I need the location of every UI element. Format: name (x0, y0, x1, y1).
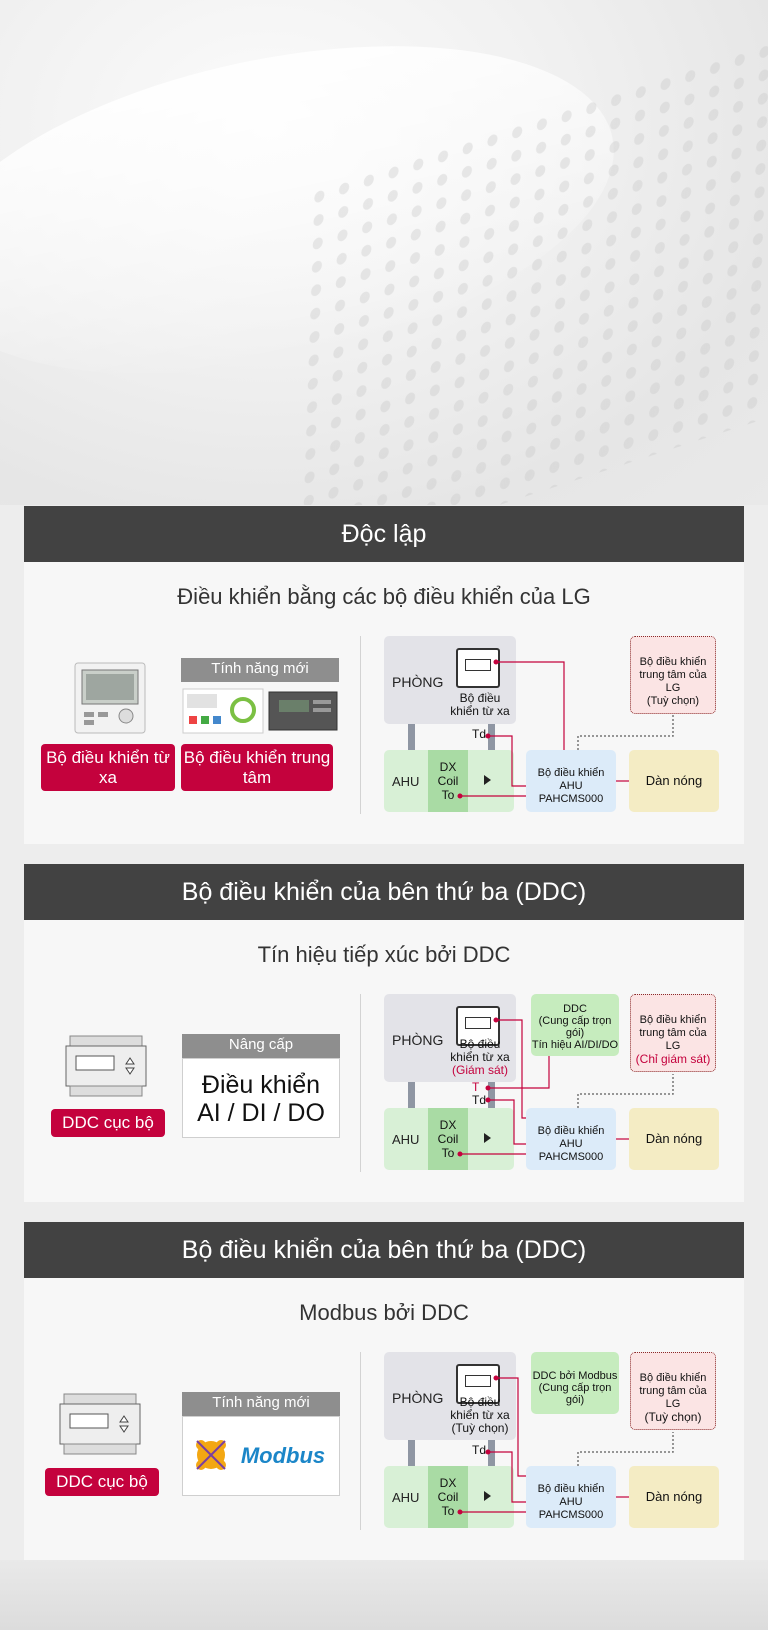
modbus-logo-box: Modbus (182, 1416, 340, 1496)
section-standalone: Độc lập Điều khiển bằng các bộ điều khiể… (24, 506, 744, 844)
ddc-local-label: DDC cục bộ (45, 1468, 159, 1496)
system-diagram: PHÒNG Bộ điều khiển từ xa Td AHU DX Coil… (384, 636, 724, 816)
section-ddc-modbus: Bộ điều khiển của bên thứ ba (DDC) Modbu… (24, 1222, 744, 1560)
ddc-local-label: DDC cục bộ (51, 1109, 165, 1137)
section-divider (360, 994, 361, 1172)
section-header: Độc lập (24, 506, 744, 562)
aidido-control-text: Điều khiển AI / DI / DO (183, 1059, 339, 1127)
connection-lines (384, 636, 724, 816)
connection-lines (384, 1352, 724, 1532)
hero-background (0, 0, 768, 505)
new-feature-tag: Tính năng mới (181, 658, 339, 682)
ddc-device-image (64, 1034, 148, 1098)
remote-controller-image (74, 662, 146, 734)
modbus-logo-text: Modbus (241, 1443, 325, 1468)
section-subtitle: Modbus bởi DDC (24, 1300, 744, 1326)
aidido-line2: AI / DI / DO (183, 1099, 339, 1127)
section-ddc-contact: Bộ điều khiển của bên thứ ba (DDC) Tín h… (24, 864, 744, 1202)
section-header: Bộ điều khiển của bên thứ ba (DDC) (24, 864, 744, 920)
section-subtitle: Điều khiển bằng các bộ điều khiển của LG (24, 584, 744, 610)
aidido-line1: Điều khiển (183, 1071, 339, 1099)
ddc-local-label-text: DDC cục bộ (62, 1113, 154, 1133)
central-controller-label: Bộ điều khiển trung tâm (181, 744, 333, 791)
central-controller-image (181, 686, 339, 736)
ddc-device-image (58, 1392, 142, 1456)
modbus-logo: Modbus (183, 1417, 339, 1495)
section-divider (360, 636, 361, 814)
aidido-control-box: Điều khiển AI / DI / DO (182, 1058, 340, 1138)
connection-lines (384, 994, 724, 1174)
section-divider (360, 1352, 361, 1530)
upgrade-tag: Nâng cấp (182, 1034, 340, 1058)
system-diagram: PHÒNG Bộ điều khiển từ xa (Giám sát) DDC… (384, 994, 724, 1174)
remote-controller-label-text: Bộ điều khiển từ xa (41, 748, 175, 788)
section-subtitle: Tín hiệu tiếp xúc bởi DDC (24, 942, 744, 968)
footer-background (0, 1560, 768, 1630)
remote-controller-label: Bộ điều khiển từ xa (41, 744, 175, 791)
ddc-local-label-text: DDC cục bộ (56, 1472, 148, 1492)
new-feature-tag: Tính năng mới (182, 1392, 340, 1416)
system-diagram: PHÒNG Bộ điều khiển từ xa (Tuỳ chọn) DDC… (384, 1352, 724, 1532)
section-header: Bộ điều khiển của bên thứ ba (DDC) (24, 1222, 744, 1278)
central-controller-label-text: Bộ điều khiển trung tâm (181, 748, 333, 788)
